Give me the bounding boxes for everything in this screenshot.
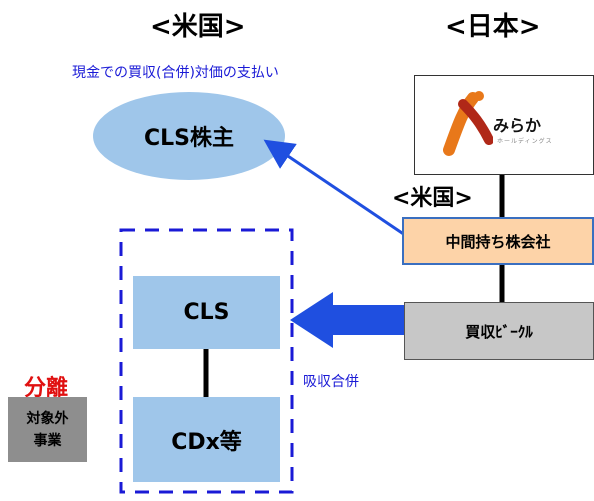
acquisition-vehicle-node: 買収ﾋﾞｰｸﾙ: [404, 302, 594, 360]
mirac-logo-icon: [443, 91, 493, 156]
separation-label: 分離: [24, 376, 69, 401]
payment-arrow: [263, 139, 406, 237]
dashed-scope-outline: [119, 228, 294, 494]
intermediate-holding-node: 中間持ち株会社: [402, 217, 594, 265]
logo-wordmark: みらか: [493, 116, 542, 135]
header-japan: <日本>: [445, 12, 541, 42]
merger-label: 吸収合併: [303, 374, 359, 390]
excluded-business-line1: 対象外: [26, 410, 69, 427]
excluded-business-line2: 事業: [33, 432, 62, 449]
excluded-business-node: 対象外 事業: [8, 397, 87, 462]
header-us-holding: <米国>: [392, 186, 473, 211]
payment-note: 現金での買収(合併)対価の支払い: [72, 65, 279, 81]
logo-subtitle: ホールディングス: [497, 138, 553, 145]
mirac-logo-box: みらか ホールディングス: [414, 75, 594, 175]
cls-node: CLS: [133, 276, 280, 349]
merger-arrow: [290, 292, 405, 348]
cdx-node: CDx等: [133, 397, 280, 482]
header-us: <米国>: [150, 12, 246, 42]
cls-shareholders-node: CLS株主: [93, 92, 285, 180]
